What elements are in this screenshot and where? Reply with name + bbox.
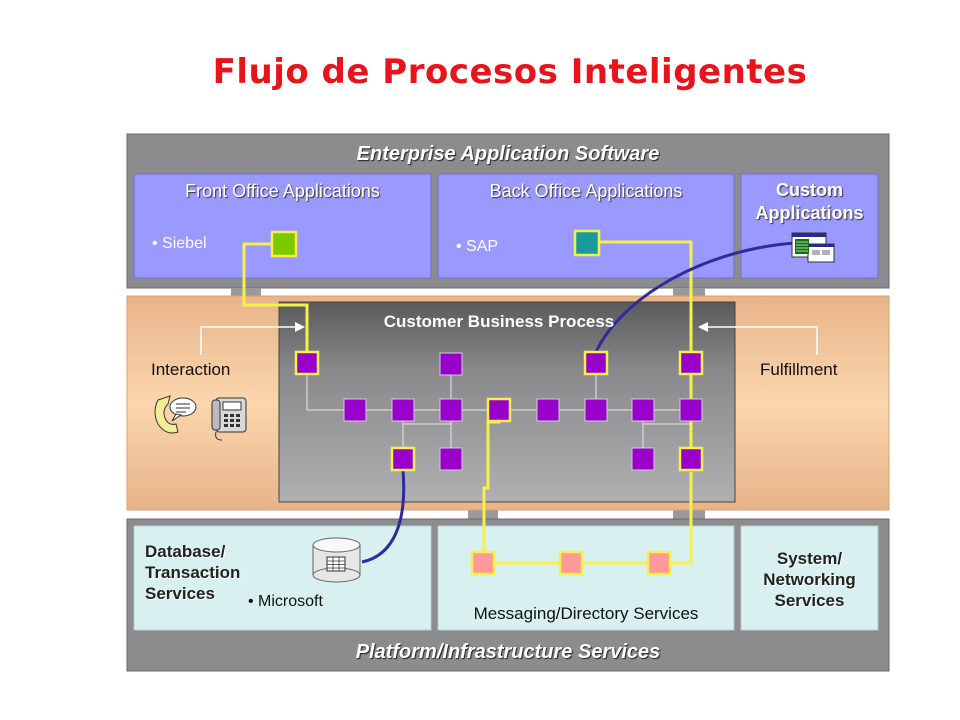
database-title: Database/ Transaction Services <box>145 541 240 604</box>
process-node <box>439 447 463 471</box>
database-line2: Transaction <box>145 563 241 582</box>
database-box <box>133 525 432 631</box>
custom-apps-title: Custom Applications <box>741 179 878 225</box>
back-office-title: Back Office Applications <box>489 181 683 201</box>
process-node <box>486 397 512 423</box>
custom-apps-line2: Applications <box>755 203 864 223</box>
process-node <box>391 398 415 422</box>
messaging-node <box>558 550 584 576</box>
front-office-title: Front Office Applications <box>185 181 380 201</box>
microsoft-label: • Microsoft <box>248 593 323 610</box>
process-node <box>536 398 560 422</box>
system-line1: System/ <box>776 549 843 568</box>
front-office-box <box>133 173 432 279</box>
microsoft-curve <box>361 469 406 564</box>
custom-apps-line1: Custom <box>776 180 843 200</box>
back-office-box <box>437 173 735 279</box>
process-node <box>631 447 655 471</box>
siebel-label: • Siebel <box>152 235 207 252</box>
process-node <box>678 446 704 472</box>
system-line3: Services <box>774 591 845 610</box>
enterprise-header: Enterprise Application Software <box>356 143 660 165</box>
platform-footer: Platform/Infrastructure Services <box>355 641 661 663</box>
messaging-node <box>646 550 672 576</box>
process-nodes <box>294 350 704 472</box>
process-node <box>678 350 704 376</box>
process-title: Customer Business Process <box>383 312 615 331</box>
siebel-node <box>270 230 298 258</box>
messaging-box <box>437 525 735 631</box>
sap-label: • SAP <box>456 238 499 255</box>
phone-chat-icon <box>154 395 197 434</box>
process-node <box>439 352 463 376</box>
process-node <box>584 398 608 422</box>
page-title: Flujo de Procesos Inteligentes <box>212 52 808 92</box>
process-node <box>294 350 320 376</box>
process-node <box>439 398 463 422</box>
database-icon <box>312 537 361 583</box>
system-box <box>740 525 879 631</box>
fulfillment-label: Fulfillment <box>760 360 838 379</box>
system-line2: Networking <box>763 570 856 589</box>
messaging-label: Messaging/Directory Services <box>473 604 699 623</box>
process-node <box>631 398 655 422</box>
fax-phone-icon <box>211 397 247 441</box>
process-node <box>343 398 367 422</box>
database-line1: Database/ <box>145 542 226 561</box>
interaction-label: Interaction <box>151 360 231 379</box>
database-line3: Services <box>145 584 215 603</box>
process-node <box>679 398 703 422</box>
messaging-node <box>470 550 496 576</box>
sap-node <box>573 229 601 257</box>
app-window-icon <box>791 232 835 263</box>
process-node <box>390 446 416 472</box>
custom-apps-curve <box>594 241 796 353</box>
process-node <box>583 350 609 376</box>
system-title: System/ Networking Services <box>741 548 878 611</box>
